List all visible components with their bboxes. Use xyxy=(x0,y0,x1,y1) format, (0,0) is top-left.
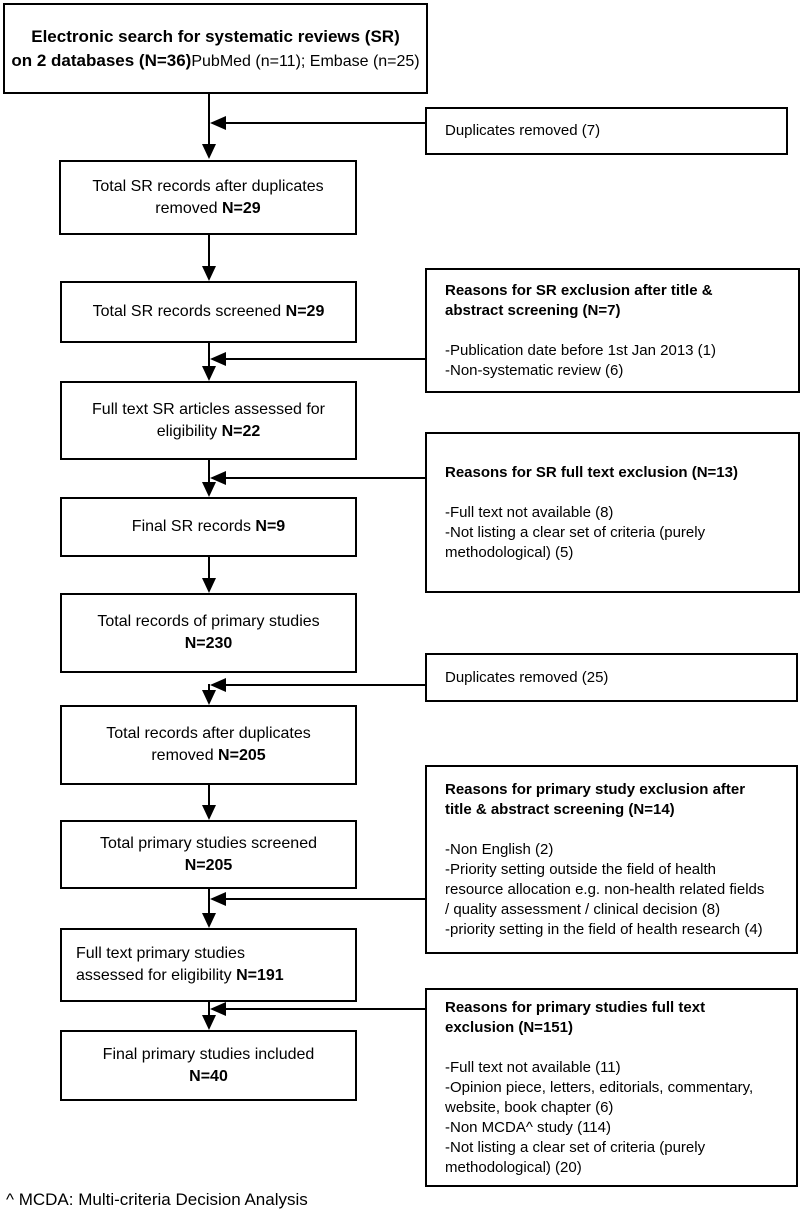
box-label: Full text primary studies assessed for e… xyxy=(76,945,245,984)
flow-box-final-primary-included: Final primary studies included N=40 xyxy=(60,1030,357,1101)
side-box-label: Duplicates removed (7) xyxy=(445,122,601,139)
arrow-head-down xyxy=(202,805,216,820)
box-count: N=205 xyxy=(184,856,233,874)
flow-box-text: Electronic search for systematic reviews… xyxy=(5,25,426,73)
side-box-primary-fulltext-exclusions: Reasons for primary studies full text ex… xyxy=(425,988,798,1187)
side-box-sr-title-abstract-exclusions: Reasons for SR exclusion after title & a… xyxy=(425,268,800,393)
box-label: Total SR records after duplicates remove… xyxy=(92,177,324,217)
flow-box-electronic-search: Electronic search for systematic reviews… xyxy=(3,3,428,94)
arrow-head-down xyxy=(202,913,216,928)
flow-box-text: Total records of primary studies N=230 xyxy=(62,611,355,655)
arrow-head-left xyxy=(210,1002,226,1016)
box-count: N=22 xyxy=(221,422,261,440)
exclusion-reason: -Non English (2) xyxy=(445,840,554,858)
exclusion-reason: -Non-systematic review (6) xyxy=(445,361,624,379)
side-box-duplicates-removed-7: Duplicates removed (7) xyxy=(425,107,788,155)
flow-box-text: Total primary studies screened N=205 xyxy=(62,833,355,877)
flow-box-text: Final primary studies included N=40 xyxy=(62,1044,355,1088)
box-label: Final SR records xyxy=(131,518,256,535)
exclusion-reason: -Not listing a clear set of criteria (pu… xyxy=(445,523,706,561)
exclusion-reason: -Full text not available (8) xyxy=(445,503,614,521)
flow-box-text: Total SR records after duplicates remove… xyxy=(61,176,355,220)
flow-box-sr-screened: Total SR records screened N=29 xyxy=(60,281,357,343)
box-count: N=9 xyxy=(255,518,286,535)
arrow-head-left xyxy=(210,471,226,485)
flow-box-final-sr-records: Final SR records N=9 xyxy=(60,497,357,557)
box-count: N=40 xyxy=(189,1067,228,1085)
flow-box-text: Total records after duplicates removed N… xyxy=(62,723,355,767)
side-box-header: Reasons for SR full text exclusion (N=13… xyxy=(445,463,738,481)
exclusion-reason-list: -Non English (2) -Priority setting outsi… xyxy=(445,840,794,940)
exclusion-reason: -Not listing a clear set of criteria (pu… xyxy=(445,1138,706,1176)
side-box-text: Reasons for SR exclusion after title & a… xyxy=(427,281,798,381)
flow-box-primary-screened: Total primary studies screened N=205 xyxy=(60,820,357,889)
flow-box-primary-records: Total records of primary studies N=230 xyxy=(60,593,357,673)
arrow-head-down xyxy=(202,482,216,497)
exclusion-reason: -Priority setting outside the field of h… xyxy=(445,860,765,918)
box-count: N=191 xyxy=(236,967,284,984)
box-count: N=29 xyxy=(222,199,261,217)
side-box-text: Duplicates removed (7) xyxy=(427,121,786,141)
side-box-sr-fulltext-exclusions: Reasons for SR full text exclusion (N=13… xyxy=(425,432,800,593)
box-label: Total primary studies screened xyxy=(100,834,317,852)
side-box-text: Duplicates removed (25) xyxy=(427,668,796,688)
search-box-subtitle: PubMed (n=11); Embase (n=25) xyxy=(191,52,420,70)
arrow-head-left xyxy=(210,352,226,366)
box-label: Total records of primary studies xyxy=(97,613,320,630)
side-box-text: Reasons for SR full text exclusion (N=13… xyxy=(427,463,798,563)
box-count: N=29 xyxy=(285,303,325,320)
exclusion-reason: -priority setting in the field of health… xyxy=(445,920,763,938)
exclusion-reason: -Publication date before 1st Jan 2013 (1… xyxy=(445,341,717,359)
arrow-head-down xyxy=(202,366,216,381)
flow-box-primary-fulltext-assessed: Full text primary studies assessed for e… xyxy=(60,928,357,1002)
side-box-header: Reasons for primary study exclusion afte… xyxy=(445,780,746,818)
side-box-text: Reasons for primary study exclusion afte… xyxy=(427,780,796,940)
arrow-head-left xyxy=(210,892,226,906)
side-box-label: Duplicates removed (25) xyxy=(445,668,609,686)
side-box-duplicates-removed-25: Duplicates removed (25) xyxy=(425,653,798,702)
arrow-head-left xyxy=(210,678,226,692)
exclusion-reason: -Full text not available (11) xyxy=(445,1058,621,1076)
box-count: N=230 xyxy=(184,635,233,652)
flow-box-text: Full text SR articles assessed for eligi… xyxy=(62,399,355,443)
flow-box-sr-after-duplicates: Total SR records after duplicates remove… xyxy=(59,160,357,235)
exclusion-reason-list: -Publication date before 1st Jan 2013 (1… xyxy=(445,341,796,381)
arrow-head-left xyxy=(210,116,226,130)
side-box-header: Reasons for primary studies full text ex… xyxy=(445,998,706,1036)
exclusion-reason-list: -Full text not available (11) -Opinion p… xyxy=(445,1058,794,1178)
side-box-text: Reasons for primary studies full text ex… xyxy=(427,998,796,1178)
exclusion-reason-list: -Full text not available (8) -Not listin… xyxy=(445,503,796,563)
side-box-primary-title-abstract-exclusions: Reasons for primary study exclusion afte… xyxy=(425,765,798,954)
search-box-title: Electronic search for systematic reviews… xyxy=(11,26,400,70)
box-label: Full text SR articles assessed for eligi… xyxy=(92,400,325,440)
mcda-footnote: ^ MCDA: Multi-criteria Decision Analysis xyxy=(6,1190,308,1209)
arrow-head-down xyxy=(202,266,216,281)
flow-box-primary-after-duplicates: Total records after duplicates removed N… xyxy=(60,705,357,785)
exclusion-reason: -Non MCDA^ study (114) xyxy=(445,1118,611,1136)
exclusion-reason: -Opinion piece, letters, editorials, com… xyxy=(445,1078,754,1116)
box-label: Final primary studies included xyxy=(102,1045,315,1063)
arrow-head-down xyxy=(202,1015,216,1030)
arrow-head-down xyxy=(202,578,216,593)
box-label: Total SR records screened xyxy=(92,303,286,320)
box-count: N=205 xyxy=(218,747,266,764)
flow-box-text: Total SR records screened N=29 xyxy=(62,301,355,323)
flow-box-text: Full text primary studies assessed for e… xyxy=(62,943,355,987)
flow-box-text: Final SR records N=9 xyxy=(62,516,355,538)
flow-box-sr-fulltext-assessed: Full text SR articles assessed for eligi… xyxy=(60,381,357,460)
arrow-head-down xyxy=(202,144,216,159)
arrow-head-down xyxy=(202,690,216,705)
side-box-header: Reasons for SR exclusion after title & a… xyxy=(445,281,713,319)
box-label: Total records after duplicates removed xyxy=(106,725,311,764)
